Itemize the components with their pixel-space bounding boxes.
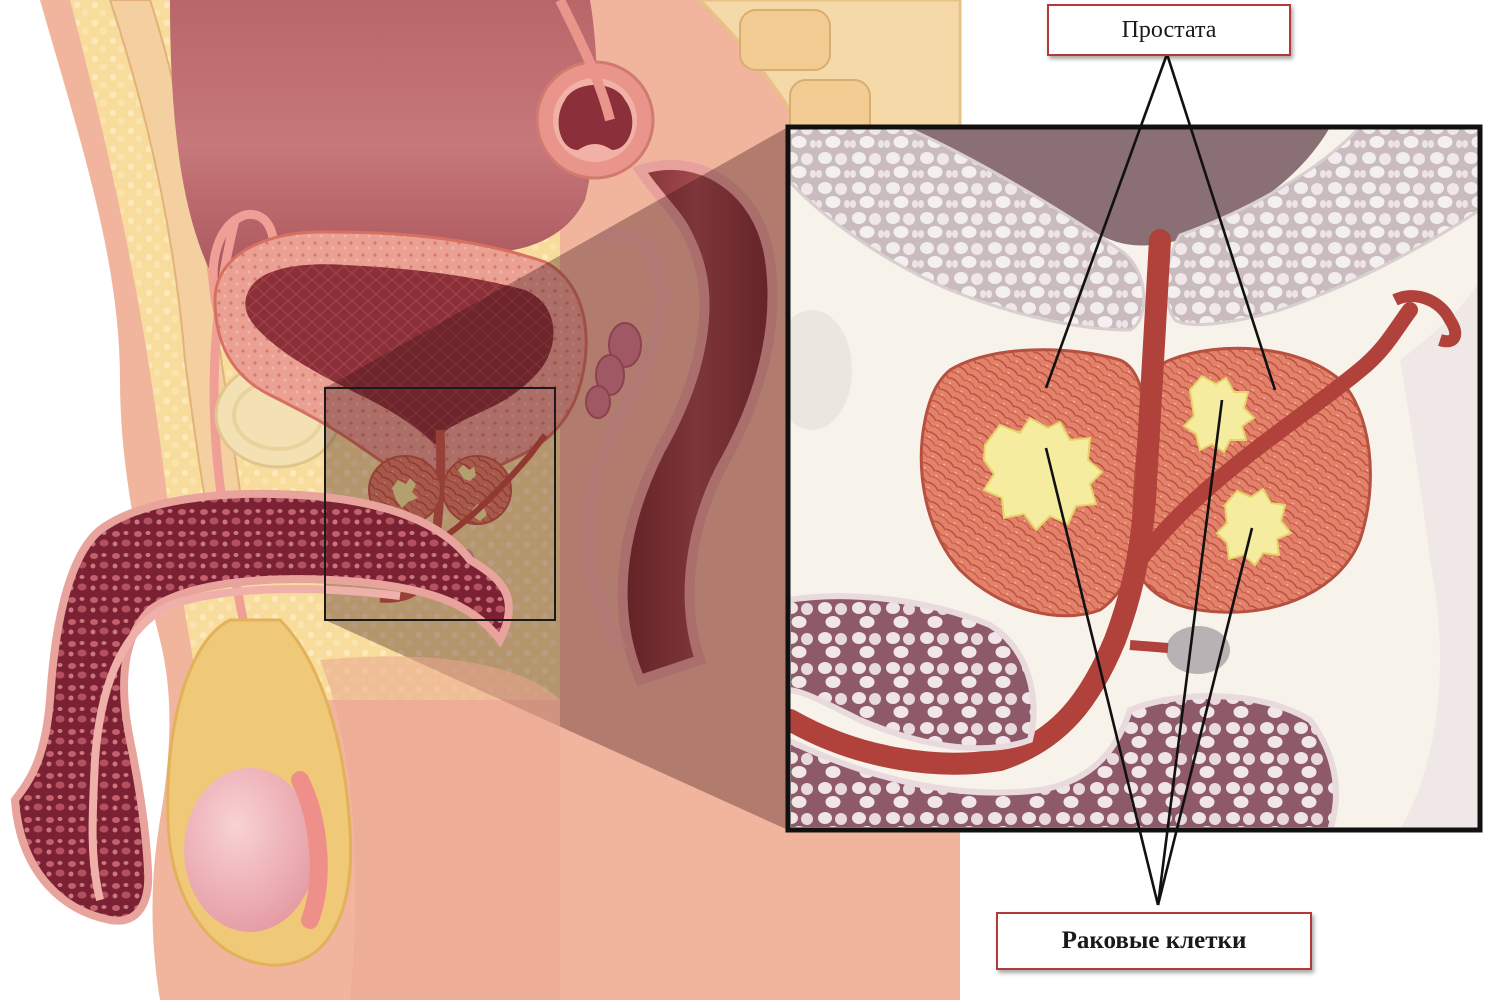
inset-spongy-left [788, 593, 1037, 752]
epididymis [291, 771, 328, 929]
inset-spongy-bottom [788, 693, 1339, 830]
leader-cancer-1 [1044, 447, 1160, 906]
abdominal-cavity [170, 0, 597, 290]
sagittal-section [10, 0, 962, 1000]
prostate-label-text: Простата [1121, 16, 1217, 43]
cancer-cells-label-text: Раковые клетки [1061, 927, 1247, 954]
leader-prostate-left [1044, 53, 1169, 389]
inset-bone-right [1164, 127, 1480, 326]
leader-cancer-3 [1156, 527, 1254, 906]
inset-left-gland [788, 310, 852, 430]
ureter [555, 0, 615, 122]
inset-urethra [788, 229, 1171, 775]
inset-bulb-gland [1166, 626, 1230, 674]
rectum-inner-wall [580, 227, 669, 654]
penis [10, 489, 513, 925]
bladder-lumen [245, 264, 554, 445]
sigmoid-colon [535, 60, 655, 180]
prostate-label: Простата [1047, 4, 1291, 56]
leader-prostate-right [1165, 53, 1277, 391]
inset-bone-left [788, 127, 1146, 332]
inset-frame [785, 124, 1483, 833]
inset-right-wall [1400, 280, 1480, 830]
ejaculatory-duct [438, 433, 548, 543]
thigh [320, 656, 560, 1000]
cancer-cells-label: Раковые клетки [996, 912, 1312, 970]
leader-cancer-2 [1156, 399, 1224, 906]
seminal-vesicle [585, 322, 642, 419]
tumor-right-bottom [1215, 487, 1293, 567]
testis [184, 768, 316, 932]
inset-ejaculatory-duct [1132, 302, 1418, 568]
rectum [617, 159, 778, 687]
zoom-inset [785, 124, 1483, 833]
zoom-region-frame [324, 387, 556, 621]
urethra-penile [88, 585, 401, 901]
inset-bladder-base [900, 127, 1330, 246]
zoom-wedge [325, 127, 788, 830]
tumor-left [982, 416, 1104, 532]
leader-lines [1044, 53, 1277, 906]
inset-vas-deferens [1392, 290, 1462, 348]
